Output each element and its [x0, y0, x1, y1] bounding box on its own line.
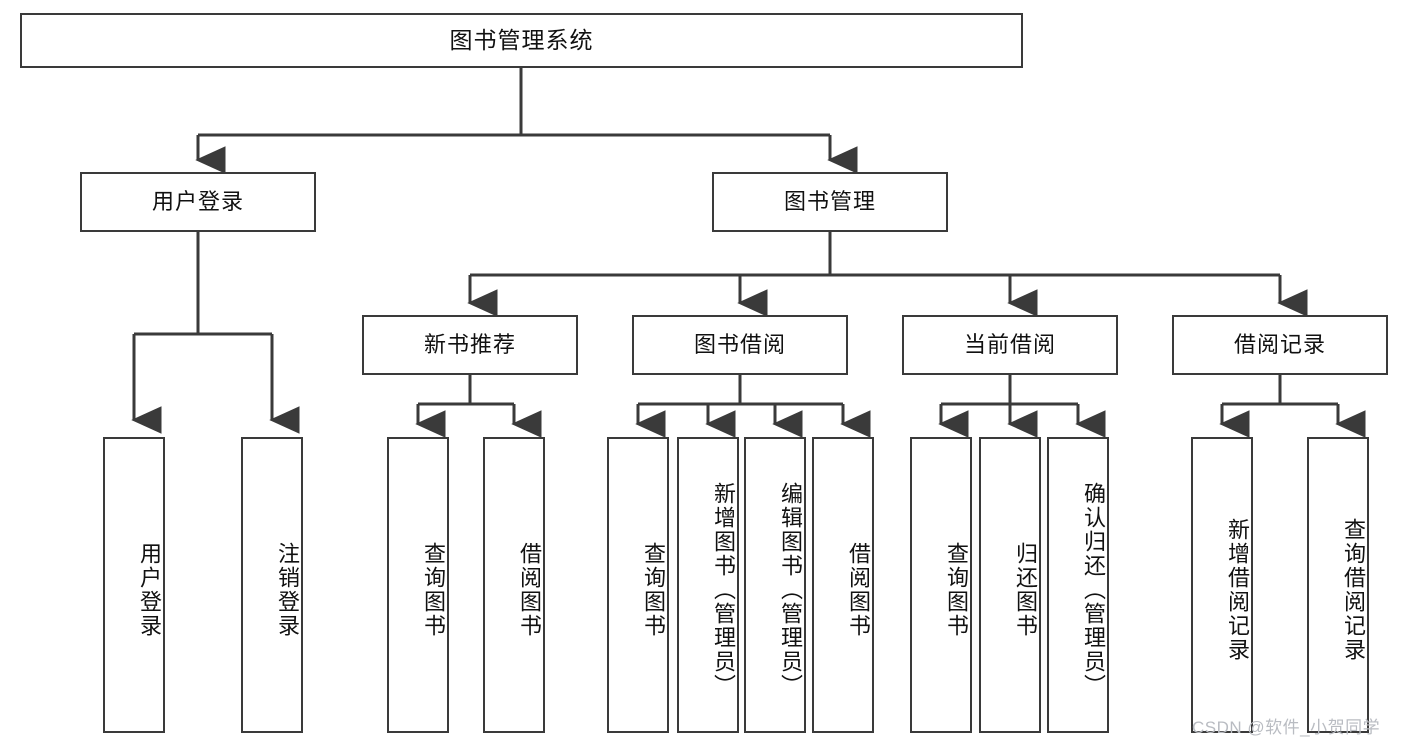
node-label: 图书借阅 — [693, 331, 786, 357]
leaf-borrow-record-query-record[interactable]: 查询借阅记录 — [1307, 437, 1369, 733]
node-book-management[interactable]: 图书管理 — [712, 172, 948, 232]
node-label: 查询图书 — [944, 542, 969, 638]
leaf-user-login-logout[interactable]: 注销登录 — [241, 437, 303, 733]
node-label: 图书管理系统 — [449, 26, 594, 53]
node-label: 用户登录 — [151, 188, 244, 214]
leaf-current-borrow-return-book[interactable]: 归还图书 — [979, 437, 1041, 733]
leaf-borrow-record-add-record[interactable]: 新增借阅记录 — [1191, 437, 1253, 733]
node-label: 用户登录 — [137, 542, 162, 638]
node-label: 新书推荐 — [423, 331, 516, 357]
leaf-current-borrow-confirm-return-admin[interactable]: 确认归还（管理员） — [1047, 437, 1109, 733]
node-label: 图书管理 — [783, 188, 876, 214]
node-label: 查询图书 — [421, 542, 446, 638]
leaf-book-borrow-borrow-book[interactable]: 借阅图书 — [812, 437, 874, 733]
node-label: 借阅记录 — [1233, 331, 1326, 357]
node-new-book-recommend[interactable]: 新书推荐 — [362, 315, 578, 375]
node-root-library-management-system[interactable]: 图书管理系统 — [20, 13, 1023, 68]
node-label: 编辑图书（管理员） — [778, 482, 803, 698]
leaf-current-borrow-query-book[interactable]: 查询图书 — [910, 437, 972, 733]
leaf-user-login-login[interactable]: 用户登录 — [103, 437, 165, 733]
leaf-new-book-query-book[interactable]: 查询图书 — [387, 437, 449, 733]
node-label: 查询借阅记录 — [1341, 518, 1366, 662]
leaf-book-borrow-add-book-admin[interactable]: 新增图书（管理员） — [677, 437, 739, 733]
node-label: 借阅图书 — [846, 542, 871, 638]
node-label: 注销登录 — [275, 542, 300, 638]
node-label: 查询图书 — [641, 542, 666, 638]
leaf-book-borrow-query-book[interactable]: 查询图书 — [607, 437, 669, 733]
node-label: 新增图书（管理员） — [711, 482, 736, 698]
node-borrow-record[interactable]: 借阅记录 — [1172, 315, 1388, 375]
node-label: 借阅图书 — [517, 542, 542, 638]
node-book-borrow[interactable]: 图书借阅 — [632, 315, 848, 375]
leaf-new-book-borrow-book[interactable]: 借阅图书 — [483, 437, 545, 733]
leaf-book-borrow-edit-book-admin[interactable]: 编辑图书（管理员） — [744, 437, 806, 733]
csdn-watermark: CSDN @软件_小贺同学 — [1192, 718, 1381, 737]
node-label: 归还图书 — [1013, 542, 1038, 638]
node-label: 当前借阅 — [963, 331, 1056, 357]
node-label: 新增借阅记录 — [1225, 518, 1250, 662]
node-current-borrow[interactable]: 当前借阅 — [902, 315, 1118, 375]
node-label: 确认归还（管理员） — [1081, 482, 1106, 698]
node-user-login[interactable]: 用户登录 — [80, 172, 316, 232]
